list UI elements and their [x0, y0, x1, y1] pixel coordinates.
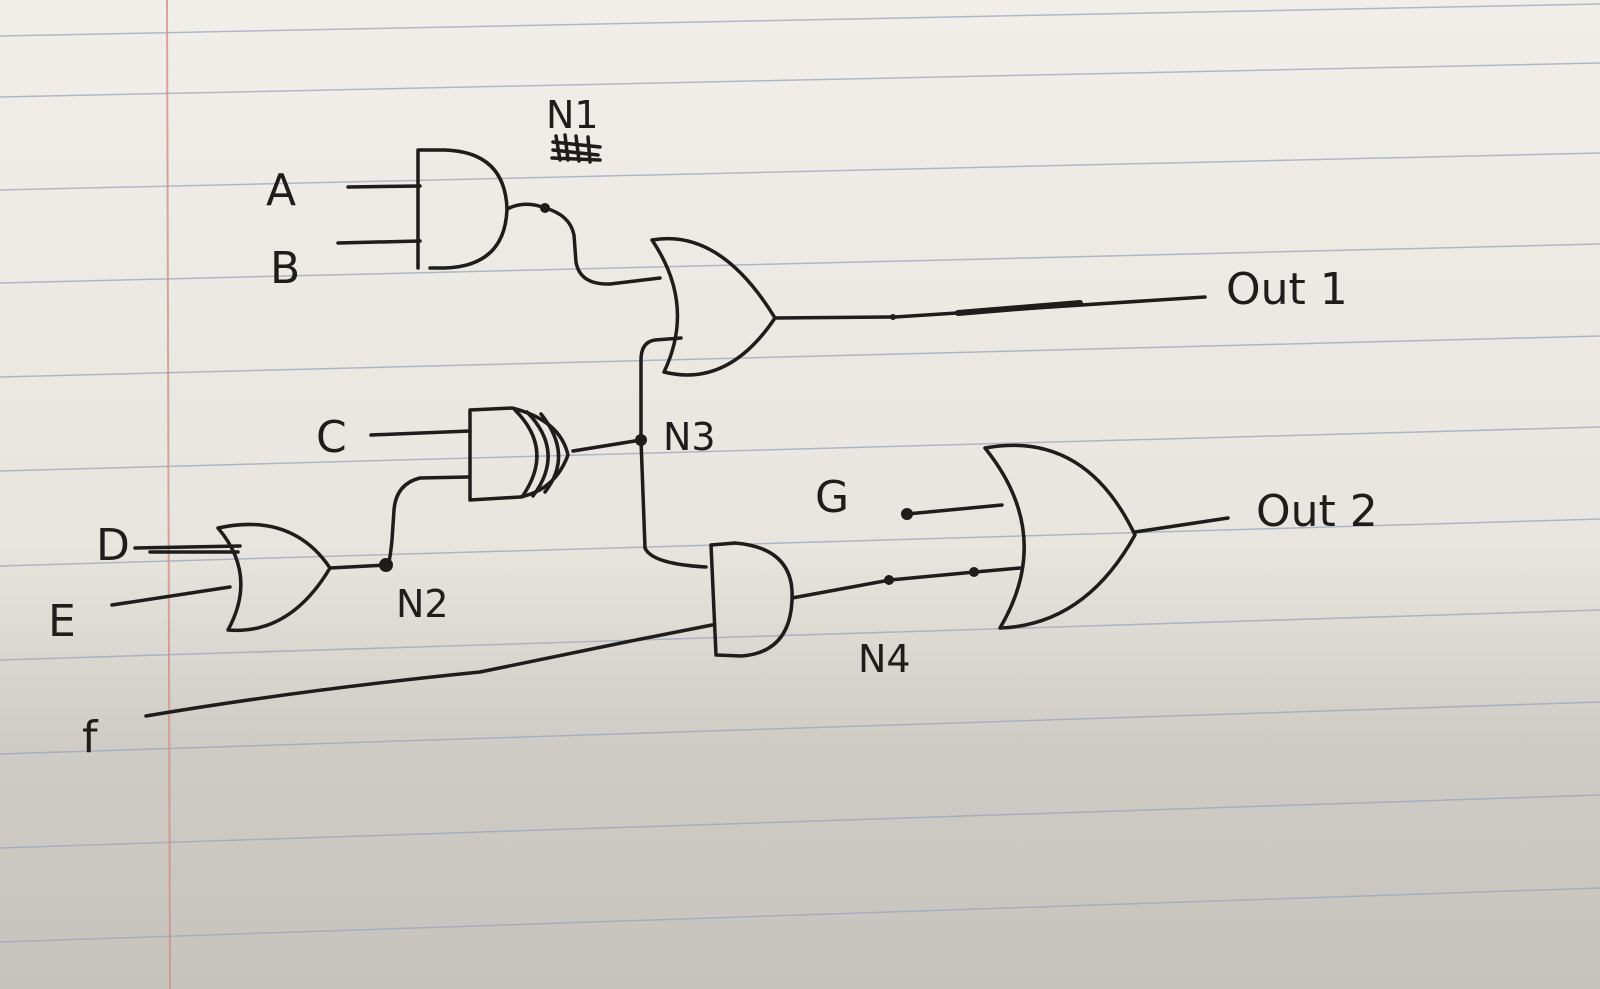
input-label-b: B — [270, 243, 300, 294]
output-label-out1: Out 1 — [1226, 264, 1348, 315]
margin-line — [166, 0, 171, 989]
input-label-d: D — [96, 520, 130, 571]
input-label-a: A — [266, 165, 296, 216]
n1-node-dot — [540, 203, 550, 213]
node-label-n1: N1 — [546, 93, 599, 137]
n1-scribble — [550, 133, 602, 164]
input-label-c: C — [316, 412, 347, 463]
n2-node-dot — [379, 558, 393, 572]
or-gate-de — [110, 522, 393, 633]
g-node-dot — [901, 508, 913, 520]
or-gate-out1 — [650, 236, 1207, 377]
input-label-g: G — [815, 472, 849, 523]
out1-wire-dot — [890, 314, 896, 320]
and-gate-n3-f — [144, 541, 1022, 718]
n4-join-dot — [969, 567, 979, 577]
input-label-f: f — [82, 712, 99, 763]
n4-node-dot — [884, 575, 894, 585]
node-label-n4: N4 — [858, 637, 911, 681]
node-label-n3: N3 — [663, 415, 716, 459]
output-label-out2: Out 2 — [1256, 486, 1378, 537]
or-gate-out2 — [901, 443, 1230, 630]
ruled-lines — [0, 3, 1600, 943]
input-label-e: E — [48, 596, 76, 647]
node-label-n2: N2 — [396, 582, 449, 626]
n3-node-dot — [635, 434, 647, 446]
wire-n1 — [505, 202, 662, 286]
wire-n3 — [571, 336, 708, 569]
